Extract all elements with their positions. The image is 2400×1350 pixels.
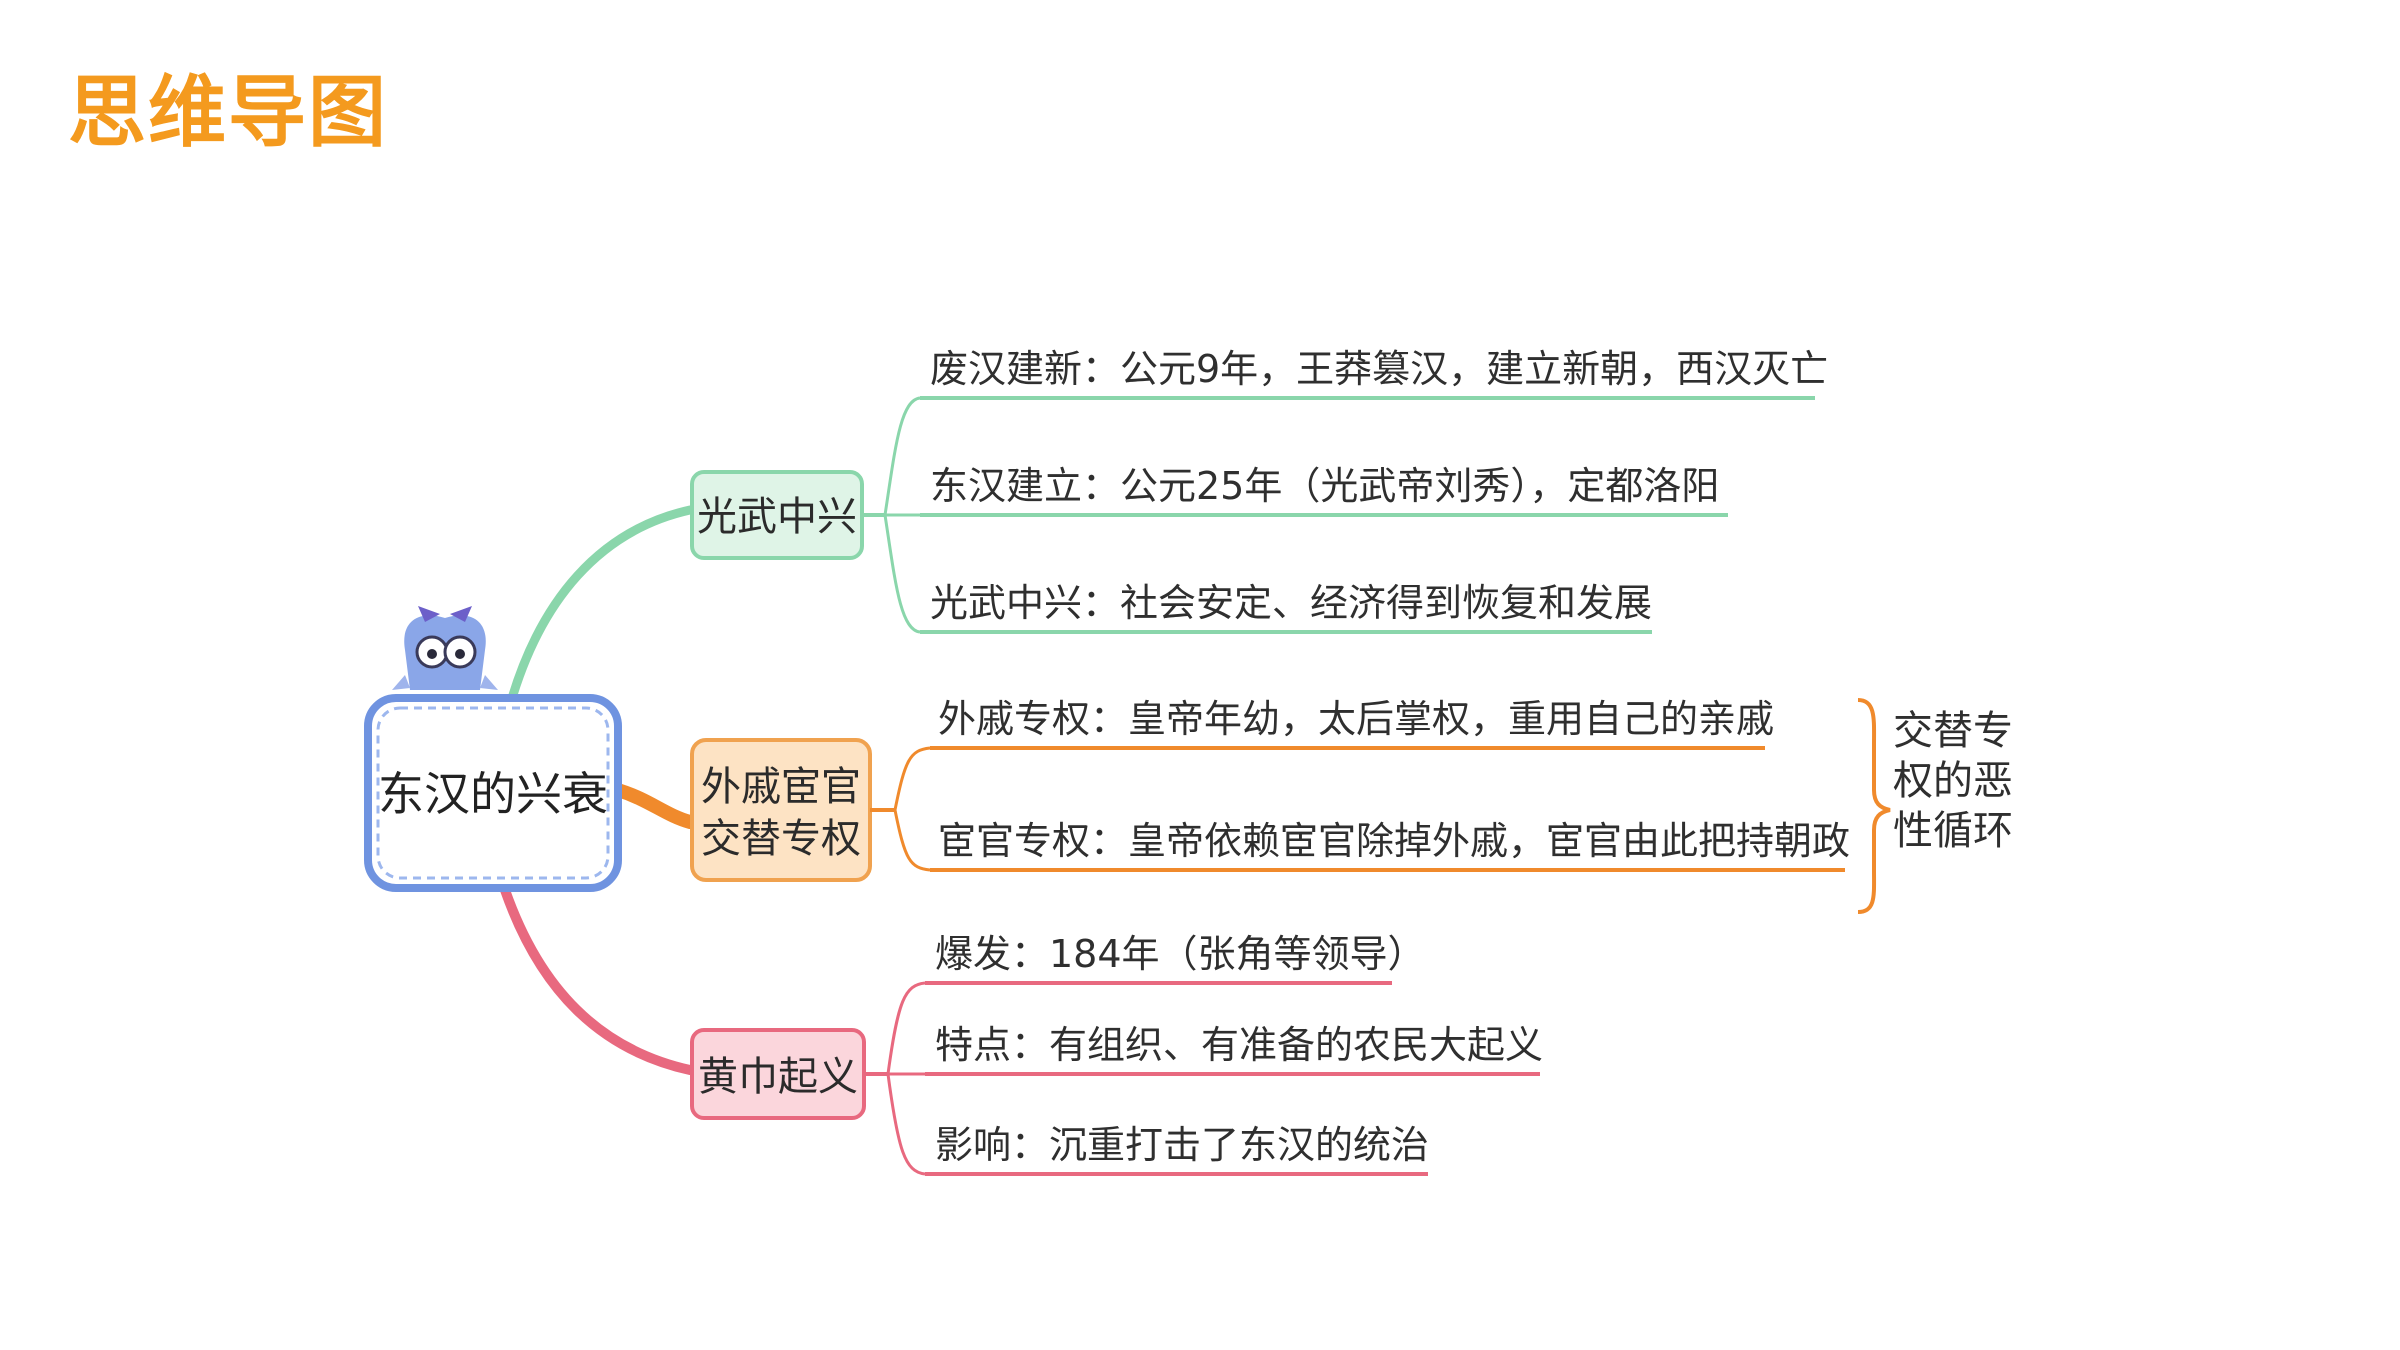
owl-mascot-icon <box>392 606 498 690</box>
branch-label-waiqi-line2: 交替专权 <box>701 816 861 862</box>
leaf-text-r3: 影响：沉重打击了东汉的统治 <box>935 1123 1429 1167</box>
leaf-text-o2: 宦官专权：皇帝依赖宦官除掉外戚，宦官由此把持朝政 <box>938 819 1850 863</box>
leaf-text-g1: 废汉建新：公元9年，王莽篡汉，建立新朝，西汉灭亡 <box>930 347 1828 391</box>
note-line-3: 性循环 <box>1893 808 2013 854</box>
leaf-connector-o2 <box>893 809 931 872</box>
branch-waiqi: 外戚宦官 交替专权 外戚专权：皇帝年幼，太后掌权，重用自己的亲戚 宦官专权：皇帝… <box>690 697 2013 914</box>
leaf-text-o1: 外戚专权：皇帝年幼，太后掌权，重用自己的亲戚 <box>938 697 1774 741</box>
note-line-2: 权的恶 <box>1893 758 2013 804</box>
page-title: 思维导图 <box>68 68 389 158</box>
branch-label-guangwu: 光武中兴 <box>697 494 857 540</box>
branch-label-waiqi-line1: 外戚宦官 <box>701 764 861 810</box>
leaf-text-r2: 特点：有组织、有准备的农民大起义 <box>935 1023 1543 1067</box>
leaf-text-r1: 爆发：184年（张角等领导） <box>935 932 1426 976</box>
root-label: 东汉的兴衰 <box>378 767 608 821</box>
branch-connector-red <box>500 885 695 1075</box>
leaf-text-g2: 东汉建立：公元25年（光武帝刘秀），定都洛阳 <box>930 464 1719 508</box>
leaf-connector-g3 <box>883 514 921 634</box>
branch-connector-orange <box>611 783 697 829</box>
leaf-connector-r1 <box>886 981 926 1075</box>
branch-connector-green <box>505 505 695 710</box>
branch-guangwu: 光武中兴 废汉建新：公元9年，王莽篡汉，建立新朝，西汉灭亡 东汉建立：公元25年… <box>690 347 1828 634</box>
leaf-connector-g1 <box>883 396 921 516</box>
branch-label-huangjin: 黄巾起义 <box>698 1054 858 1100</box>
leaf-connector-r3 <box>886 1073 926 1176</box>
note-line-1: 交替专 <box>1893 708 2013 754</box>
branch-huangjin: 黄巾起义 爆发：184年（张角等领导） 特点：有组织、有准备的农民大起义 影响：… <box>690 932 1543 1176</box>
root-node: 东汉的兴衰 <box>364 694 622 892</box>
leaf-connector-o1 <box>893 746 931 811</box>
leaf-text-g3: 光武中兴：社会安定、经济得到恢复和发展 <box>930 581 1652 625</box>
brace-icon <box>1857 698 1891 914</box>
